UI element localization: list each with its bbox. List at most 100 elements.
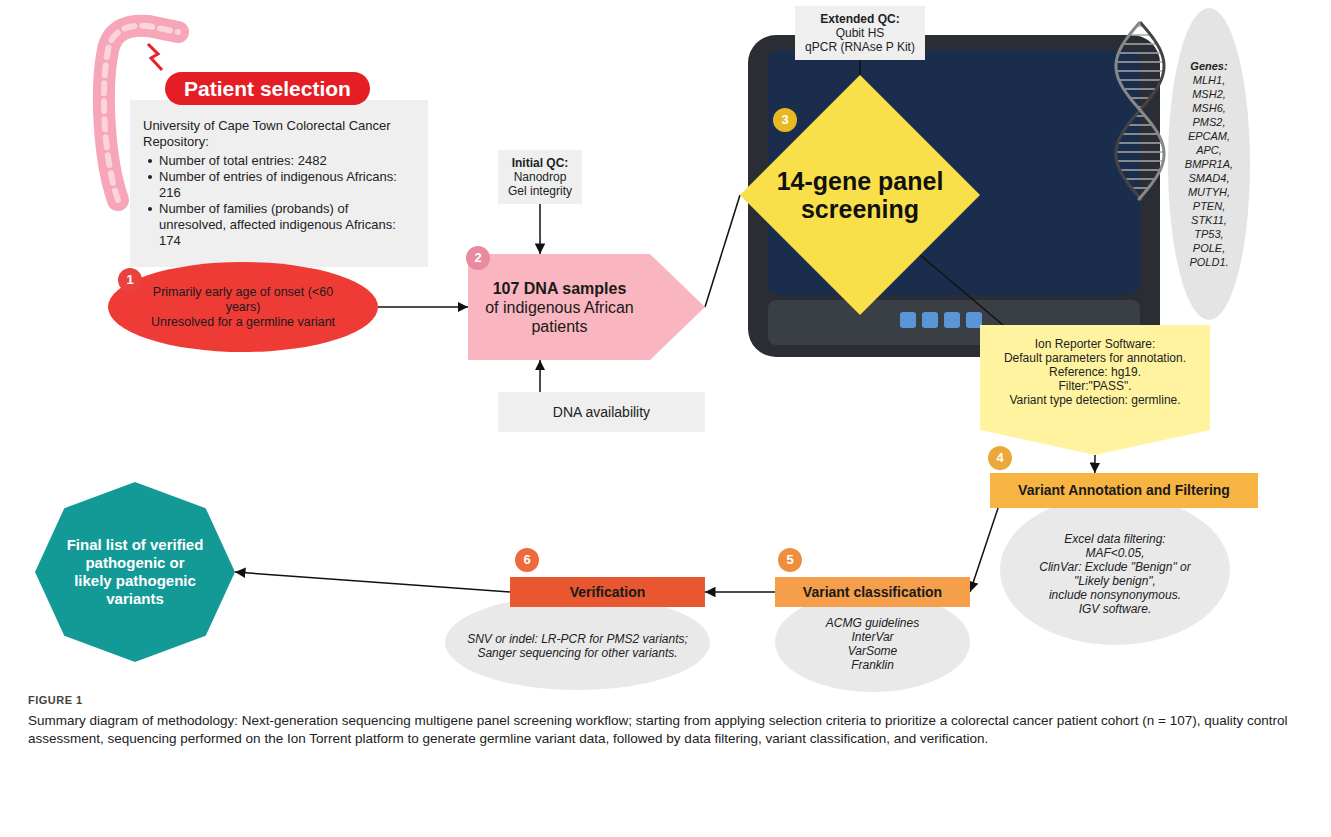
helix-rung xyxy=(1116,61,1164,63)
box-shape xyxy=(510,577,705,607)
ellipse-shape xyxy=(445,595,710,690)
node-detail: ClinVar: Exclude "Benign" or "Likely ben… xyxy=(1026,560,1204,588)
sample-pentagon: 107 DNA samplesof indigenous African pat… xyxy=(468,254,705,360)
text-area: Initial QC:NanodropGel integrity xyxy=(501,156,579,198)
criteria-ellipse: Primarily early age of onset (<60 years)… xyxy=(108,262,378,352)
connector-line xyxy=(705,195,740,307)
node-detail: include nonsynonymous. xyxy=(1026,588,1204,602)
callout-number: 6 xyxy=(515,548,539,572)
text-area: University of Cape Town Colorectal Cance… xyxy=(143,118,415,249)
gene-ellipse: Genes:MLH1, MSH2, MSH6, PMS2, EPCAM, APC… xyxy=(1168,8,1250,320)
pill-shape xyxy=(165,72,370,105)
node-text: Primarily early age of onset (<60 years) xyxy=(136,285,351,315)
node-detail: Nanodrop xyxy=(501,170,579,184)
helix-rung xyxy=(1119,52,1162,54)
info-box: University of Cape Town Colorectal Cance… xyxy=(130,100,428,267)
helix-rung xyxy=(1128,124,1153,126)
text-area: 14-gene panel screening xyxy=(770,167,950,223)
node-detail: qPCR (RNAse P Kit) xyxy=(798,40,922,54)
helix-rung xyxy=(1122,133,1158,135)
figure-caption: Summary diagram of methodology: Next-gen… xyxy=(28,712,1303,748)
node-text: Ion Reporter Software: xyxy=(988,337,1202,351)
node-text: DNA availability xyxy=(504,404,699,421)
node-detail: Number of total entries: 2482 xyxy=(143,153,415,169)
node-text: Initial QC: xyxy=(501,156,579,170)
result-octagon: Final list of verified pathogenic or lik… xyxy=(35,482,235,662)
helix-rung xyxy=(1116,70,1163,72)
dna-helix xyxy=(1116,22,1164,200)
process-box: Variant classification xyxy=(775,577,970,607)
connector-arrow xyxy=(970,508,998,592)
text-area: 107 DNA samplesof indigenous African pat… xyxy=(480,279,640,336)
ellipse-shape xyxy=(1000,495,1230,645)
callout-number: 4 xyxy=(988,446,1012,470)
node-text: Final list of verified pathogenic or lik… xyxy=(65,536,205,608)
connector-arrow xyxy=(235,572,510,592)
node-detail: of indigenous African patients xyxy=(480,298,640,336)
qc-box: DNA availability xyxy=(498,392,705,432)
node-detail: Filter:"PASS". xyxy=(988,379,1202,393)
node-detail: Variant type detection: germline. xyxy=(988,393,1202,407)
node-text: Patient selection xyxy=(170,77,365,101)
callout-number: 5 xyxy=(778,548,802,572)
qc-box: Extended QC:Qubit HSqPCR (RNAse P Kit) xyxy=(795,6,925,60)
ellipse-shape xyxy=(775,592,970,692)
text-area: Genes:MLH1, MSH2, MSH6, PMS2, EPCAM, APC… xyxy=(1181,59,1237,269)
helix-rung xyxy=(1129,34,1150,36)
text-area: Ion Reporter Software:Default parameters… xyxy=(988,337,1202,407)
process-box: Variant Annotation and Filtering xyxy=(990,473,1258,508)
connector-line xyxy=(920,255,1003,325)
node-text: ACMG guidelines xyxy=(798,616,948,630)
node-text: 107 DNA samples xyxy=(480,279,640,298)
box-shape xyxy=(775,577,970,607)
node-detail: Number of families (probands) of unresol… xyxy=(143,201,415,249)
node-detail: Franklin xyxy=(798,658,948,672)
box-shape xyxy=(990,473,1258,508)
node-detail: IGV software. xyxy=(1026,602,1204,616)
helix-strand xyxy=(1116,22,1164,200)
node-detail: Qubit HS xyxy=(798,26,922,40)
helix-rung xyxy=(1117,160,1163,162)
node-detail: Unresolved for a germline variant xyxy=(136,315,351,330)
helix-rung xyxy=(1118,142,1162,144)
text-area: Verification xyxy=(515,584,700,601)
callout-number: 1 xyxy=(118,268,142,292)
node-text: University of Cape Town Colorectal Cance… xyxy=(143,118,415,150)
text-area: Patient selection xyxy=(170,77,365,101)
diamond-shape xyxy=(740,75,980,315)
helix-rung xyxy=(1123,43,1157,45)
node-detail: Default parameters for annotation. xyxy=(988,351,1202,365)
qc-box: Initial QC:NanodropGel integrity xyxy=(498,150,582,204)
text-area: SNV or indel: LR-PCR for PMS2 variants;S… xyxy=(453,632,703,660)
text-area: Variant classification xyxy=(780,584,965,601)
octagon-shape xyxy=(35,482,235,662)
helix-rung xyxy=(1124,88,1157,90)
text-area: Primarily early age of onset (<60 years)… xyxy=(136,285,351,330)
connector-line xyxy=(859,60,861,75)
node-detail: Sanger sequencing for other variants. xyxy=(453,646,703,660)
chevron-shape xyxy=(980,325,1210,455)
helix-rung xyxy=(1130,97,1150,99)
connector-arrow xyxy=(1094,455,1096,473)
detail-ellipse: SNV or indel: LR-PCR for PMS2 variants;S… xyxy=(445,595,710,690)
node-detail: Number of entries of indigenous Africans… xyxy=(143,169,415,201)
node-detail: Gel integrity xyxy=(501,184,579,198)
process-box: Verification xyxy=(510,577,705,607)
helix-rung xyxy=(1132,187,1149,189)
helix-rung xyxy=(1125,178,1155,180)
detail-ellipse: ACMG guidelinesInterVarVarSomeFranklin xyxy=(775,592,970,692)
node-text: Excel data filtering: xyxy=(1026,532,1204,546)
node-text: Verification xyxy=(515,584,700,601)
detail-ellipse: Excel data filtering:MAF<0.05,ClinVar: E… xyxy=(1000,495,1230,645)
ellipse-shape xyxy=(108,262,378,352)
text-area: DNA availability xyxy=(504,404,699,421)
connector-arrow xyxy=(539,204,541,254)
text-area: Excel data filtering:MAF<0.05,ClinVar: E… xyxy=(1026,532,1204,616)
node-detail: InterVar xyxy=(798,630,948,644)
callout-number: 2 xyxy=(466,246,490,270)
helix-rung xyxy=(1120,169,1160,171)
text-area: Variant Annotation and Filtering xyxy=(996,482,1252,499)
software-box: Ion Reporter Software:Default parameters… xyxy=(980,325,1210,455)
text-area: ACMG guidelinesInterVarVarSomeFranklin xyxy=(798,616,948,672)
